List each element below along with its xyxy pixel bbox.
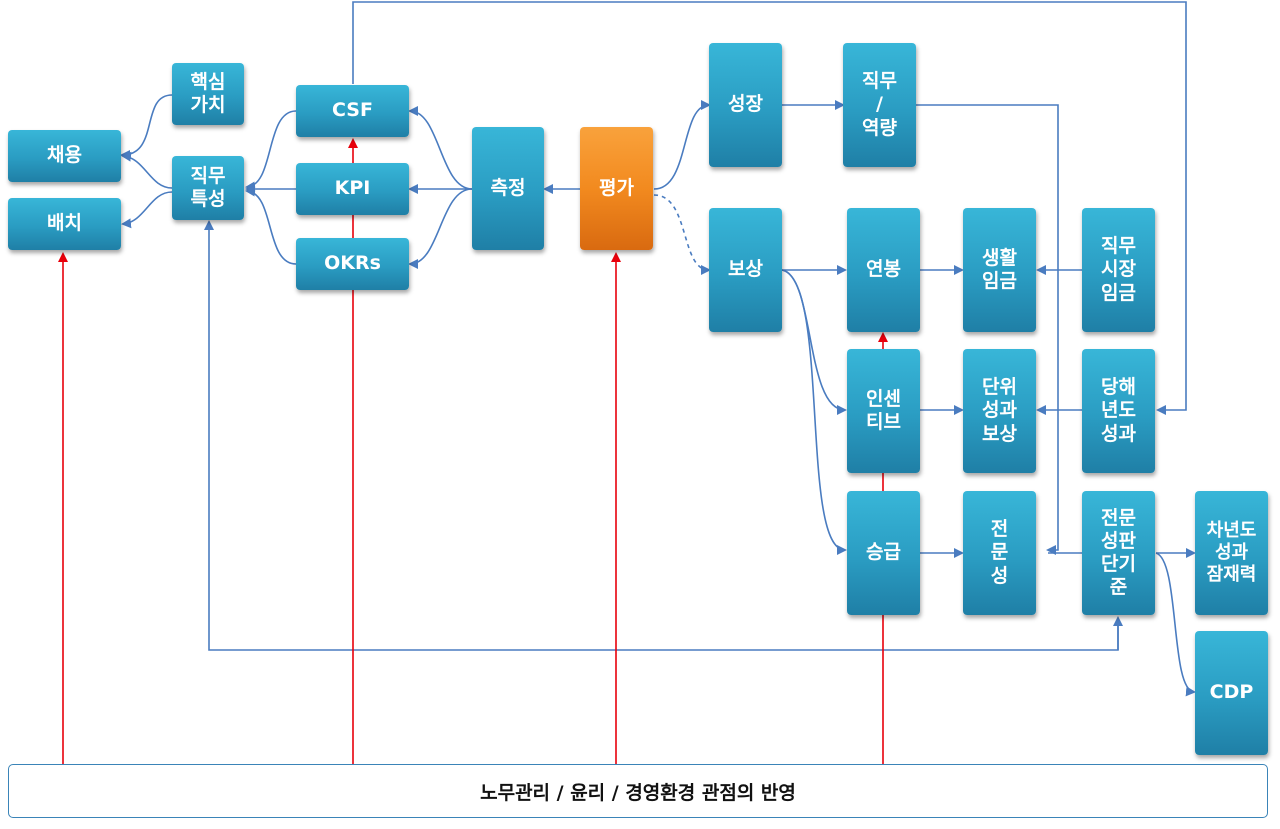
node-haeksim-gachi: 핵심 가치	[172, 63, 244, 125]
node-baechi: 배치	[8, 198, 121, 250]
edge-cheukjeong-to-okrs	[408, 188, 473, 269]
node-okrs: OKRs	[296, 238, 409, 290]
node-seongjang: 성장	[709, 43, 782, 167]
node-danghae-seonggwa: 당해 년도 성과	[1082, 349, 1155, 473]
node-chaeyong: 채용	[8, 130, 121, 182]
edge-csf-to-jikmu	[245, 110, 297, 192]
node-saenghwal-imgeum: 생활 임금	[963, 208, 1036, 332]
node-incentive: 인센 티브	[847, 349, 920, 473]
node-csf: CSF	[296, 85, 409, 137]
edge-jikmu-to-jeonmunseong	[916, 104, 1059, 555]
node-pyeongga: 평가	[580, 127, 653, 250]
edge-pangi-to-cdp	[1155, 552, 1196, 697]
node-cdp: CDP	[1195, 631, 1268, 755]
node-cheukjeong: 측정	[472, 127, 544, 250]
footer-banner: 노무관리 / 윤리 / 경영환경 관점의 반영	[8, 764, 1268, 818]
edge-pyeongga-to-seongjang	[653, 100, 711, 190]
edge-cheukjeong-to-csf	[408, 106, 473, 190]
node-seunggeup: 승급	[847, 491, 920, 615]
edge-bosang-to-seunggeup	[781, 269, 847, 555]
edge-okrs-to-jikmu	[245, 186, 297, 265]
node-danwi-seonggwa-bosang: 단위 성과 보상	[963, 349, 1036, 473]
edge-csf-to-danghae	[352, 1, 1187, 415]
node-jikmu-tukseong: 직무 특성	[172, 156, 244, 220]
node-jikmu-sijang-imgeum: 직무 시장 임금	[1082, 208, 1155, 332]
edge-jikmu-to-chaeyong	[121, 151, 173, 189]
node-jeonmunseong: 전 문 성	[963, 491, 1036, 615]
edge-haeksim-to-chaeyong	[120, 94, 173, 160]
node-kpi: KPI	[296, 163, 409, 215]
edge-pyeongga-to-bosang	[653, 194, 711, 275]
node-bosang: 보상	[709, 208, 782, 332]
edge-jikmu-to-baechi	[121, 191, 173, 229]
node-yeonbong: 연봉	[847, 208, 920, 332]
node-chanyeondo-seonggwa: 차년도 성과 잠재력	[1195, 491, 1268, 615]
node-jikmu-yeokryang: 직무 / 역량	[843, 43, 916, 167]
node-jeonmunseong-pandan-gijun: 전문 성판 단기 준	[1082, 491, 1155, 615]
